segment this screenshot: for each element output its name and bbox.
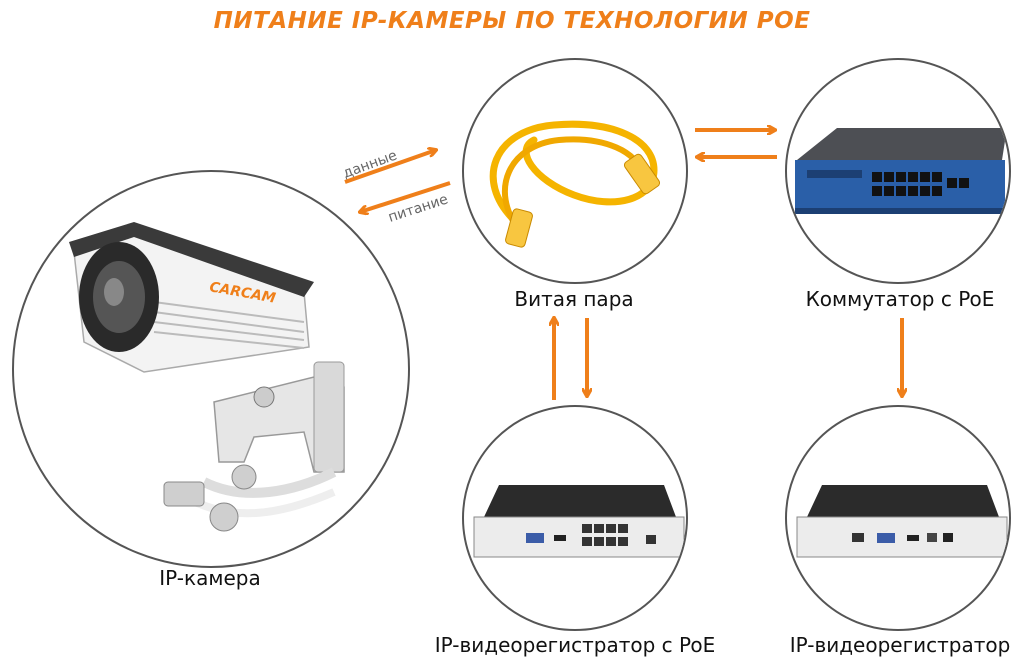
data-arrow	[344, 150, 436, 184]
twisted-pair-cable-icon	[489, 120, 661, 248]
cable-circle	[462, 58, 688, 284]
nvr-icon	[796, 485, 1008, 558]
nvr-label: IP-видеорегистратор	[789, 633, 1011, 657]
camera-label: IP-камера	[159, 566, 261, 590]
nvr-poe-icon	[473, 485, 685, 558]
poe-switch-icon	[795, 128, 1007, 214]
nvr-circle	[785, 405, 1011, 631]
nvr-poe-circle	[462, 405, 688, 631]
switch-circle	[785, 58, 1011, 284]
nvr-poe-label: IP-видеорегистратор с PoE	[434, 633, 716, 657]
power-arrow	[360, 181, 451, 212]
power-arrow-label: питание	[386, 191, 450, 225]
switch-label: Коммутатор с PoE	[805, 287, 995, 311]
camera-circle: CARCAM	[12, 170, 410, 568]
cable-label: Витая пара	[514, 287, 634, 311]
ip-camera-icon	[69, 222, 345, 532]
data-arrow-label: данные	[341, 147, 399, 181]
diagram-title: ПИТАНИЕ IP-КАМЕРЫ ПО ТЕХНОЛОГИИ POE	[213, 8, 811, 34]
